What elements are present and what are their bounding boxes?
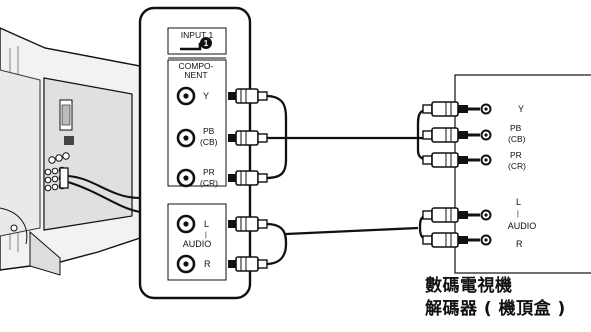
tv-jack-pr [176,168,196,188]
device-label-audio-r: R [516,239,523,249]
caption-line2: 解碼器 ( 機頂盒 ) [425,299,566,319]
tv-label-pb: PB [203,126,215,136]
tv-label-audio-dash: | [205,232,207,239]
component-label-line1: COMPO- [179,61,214,71]
tv-label-audio-l: L [204,219,209,229]
device-label-pr: PR [510,150,522,160]
device-jack-pb [480,129,492,141]
device-label-audio-dash: | [517,211,519,218]
device-label-audio-l: L [516,197,521,207]
tv-jack-audio-l [176,214,196,234]
device-label-cb: (CB) [508,134,526,144]
device-jack-audio-r [480,234,492,246]
component-label-line2: NENT [184,70,207,80]
tv-terminal-panel [138,6,252,300]
device-caption: 數碼電視機 解碼器 ( 機頂盒 ) [425,275,591,321]
component-cable [265,94,433,180]
tv-jack-audio-r [176,254,196,274]
tv-label-y: Y [203,91,209,101]
device-side-plugs [422,101,480,248]
device-label-y: Y [518,104,524,114]
tv-jack-y [176,86,196,106]
caption-line1: 數碼電視機 [425,276,513,296]
input-number: 1 [204,39,209,48]
tv-side-plugs [228,88,268,272]
tv-label-pr: PR [203,167,215,177]
input-label: INPUT 1 [181,30,214,40]
device-label-pb: PB [510,123,522,133]
tv-label-cr: (CR) [200,178,218,188]
device-label-cr: (CR) [508,161,526,171]
tv-rear-illustration [0,27,141,276]
tv-label-audio-r: R [204,259,211,269]
device-jack-y [480,103,492,115]
device-label-audio: AUDIO [508,221,537,231]
tv-jack-pb [176,128,196,148]
device-jack-pr [480,154,492,166]
input-number-badge [200,37,212,49]
audio-cable [265,213,433,266]
tv-label-audio: AUDIO [183,239,212,249]
tv-label-cb: (CB) [200,137,218,147]
device-jack-audio-l [480,209,492,221]
